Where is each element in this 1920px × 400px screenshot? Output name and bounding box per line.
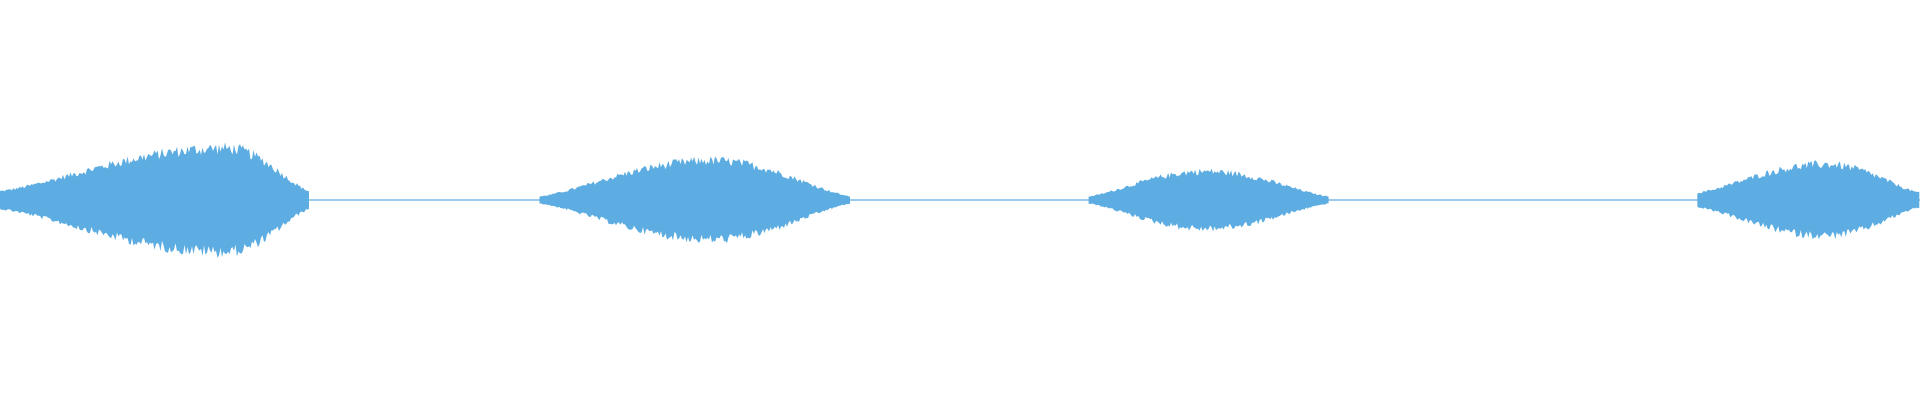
- waveform-segment-1: [0, 142, 309, 258]
- waveform-segment-4: [1697, 160, 1920, 240]
- waveform-segment-3: [1088, 168, 1329, 232]
- waveform-segments: [0, 142, 1920, 258]
- waveform-segment-2: [539, 156, 850, 243]
